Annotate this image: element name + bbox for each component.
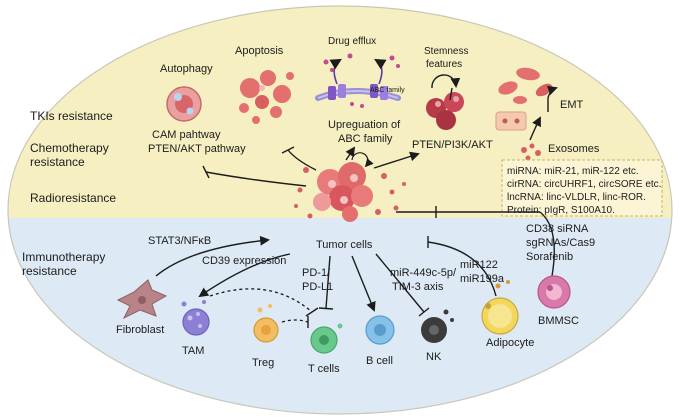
tam-icon bbox=[181, 300, 210, 336]
label-tcells: T cells bbox=[308, 363, 340, 375]
label-stemness-line2: features bbox=[426, 59, 462, 70]
label-cd38-sirna: CD38 siRNA bbox=[526, 223, 589, 235]
exosomes-icon bbox=[521, 143, 541, 161]
emt-arrow bbox=[547, 85, 558, 112]
arrow-exosome-emt bbox=[529, 116, 541, 141]
label-cam-pathway: CAM pahtway bbox=[152, 129, 221, 141]
label-mir199a: miR199a bbox=[460, 273, 505, 285]
label-bmmsc: BMMSC bbox=[538, 315, 579, 327]
dashed-treg-tcells bbox=[281, 319, 309, 323]
apoptosis-cells-icon bbox=[239, 70, 294, 124]
label-pd1: PD-1/ bbox=[302, 267, 331, 279]
label-pten-pi3k-akt: PTEN/PI3K/AKT bbox=[412, 139, 493, 151]
label-chemotherapy-line1: Chemotherapy bbox=[30, 141, 109, 155]
arrow-bcell bbox=[351, 255, 376, 312]
label-radioresistance: Radioresistance bbox=[30, 191, 116, 205]
label-cd39-expression: CD39 expression bbox=[202, 255, 286, 267]
autophagy-cell-icon bbox=[166, 86, 202, 122]
label-autophagy: Autophagy bbox=[160, 63, 213, 75]
bmmsc-connector bbox=[539, 211, 555, 277]
label-adipocyte: Adipocyte bbox=[486, 337, 534, 349]
tcell-icon bbox=[310, 323, 343, 354]
label-apoptosis: Apoptosis bbox=[235, 45, 284, 57]
exosome-mirna: miRNA: miR-21, miR-122 etc. bbox=[507, 166, 639, 177]
label-stemness-line1: Stemness bbox=[424, 46, 468, 57]
inhibit-apoptosis-line bbox=[287, 149, 317, 171]
dashed-tam-tcells bbox=[209, 288, 313, 313]
treg-icon bbox=[253, 304, 279, 343]
exosome-lncrna: lncRNA: linc-VLDLR, linc-ROR. bbox=[507, 192, 646, 203]
bcell-icon bbox=[365, 315, 395, 345]
ellipse-outline bbox=[7, 5, 673, 415]
arrow-upregulation bbox=[345, 146, 356, 161]
label-stat3-nfkb: STAT3/NFκB bbox=[148, 235, 211, 247]
label-fibroblast: Fibroblast bbox=[116, 324, 164, 336]
inhibit-autophagy-bar bbox=[202, 165, 210, 179]
inhibit-pd1-line bbox=[325, 255, 331, 309]
inhibit-adipocyte-line bbox=[427, 241, 497, 297]
label-mir122: miR122 bbox=[460, 259, 498, 271]
tumor-cells-cluster-icon bbox=[294, 152, 406, 222]
arrow-cd39-tam bbox=[198, 253, 291, 298]
exosome-protein: Protein: pIgR, S100A10. bbox=[507, 205, 615, 216]
label-tumor-cells: Tumor cells bbox=[316, 239, 373, 251]
label-tim3: TIM-3 axis bbox=[392, 281, 444, 293]
dashed-tam-tcells-bar bbox=[305, 307, 319, 317]
drug-efflux-membrane-icon bbox=[315, 53, 401, 108]
label-sorafenib: Sorafenib bbox=[526, 251, 573, 263]
label-upregulation-line2: ABC family bbox=[338, 133, 393, 145]
fibroblast-icon bbox=[116, 279, 168, 320]
label-treg: Treg bbox=[252, 357, 274, 369]
label-sgrnas-cas9: sgRNAs/Cas9 bbox=[526, 237, 595, 249]
inhibit-autophagy-line bbox=[205, 171, 307, 187]
label-emt: EMT bbox=[560, 99, 584, 111]
top-connectors bbox=[202, 87, 541, 218]
label-abc-family-small: ABC family bbox=[370, 87, 405, 94]
inhibit-apoptosis-bar bbox=[281, 146, 295, 154]
nk-icon bbox=[421, 309, 454, 343]
label-drug-efflux: Drug efflux bbox=[328, 36, 376, 47]
bmmsc-icon bbox=[537, 275, 571, 309]
label-mir449: miR-449c-5p/ bbox=[390, 267, 457, 279]
exosome-content-box bbox=[501, 159, 663, 217]
label-exosomes: Exosomes bbox=[548, 143, 600, 155]
inhibit-nk-line bbox=[375, 253, 425, 313]
emt-cells-icon bbox=[495, 67, 553, 131]
label-pten-akt-pathway: PTEN/AKT pathway bbox=[148, 143, 246, 155]
label-pdl1: PD-L1 bbox=[302, 281, 333, 293]
label-tam: TAM bbox=[182, 345, 204, 357]
stemness-cells-icon bbox=[426, 74, 464, 130]
inhibit-nk-bar bbox=[418, 307, 430, 317]
stemness-stub bbox=[449, 87, 453, 101]
label-upregulation-line1: Upreguation of bbox=[328, 119, 401, 131]
label-immunotherapy-line2: resistance bbox=[22, 264, 77, 278]
label-nk: NK bbox=[426, 351, 442, 363]
arrow-fibroblast-stat3 bbox=[155, 235, 270, 277]
inhibit-pd1-bar bbox=[318, 307, 334, 310]
adipocyte-icon bbox=[481, 280, 519, 335]
label-tkis-resistance: TKIs resistance bbox=[30, 109, 113, 123]
arrow-pten-pi3k bbox=[373, 151, 420, 169]
label-chemotherapy-line2: resistance bbox=[30, 155, 85, 169]
exosome-circrna: cirRNA: circUHRF1, circSORE etc. bbox=[507, 179, 661, 190]
label-immunotherapy-line1: Immunotherapy bbox=[22, 250, 105, 264]
label-bcell: B cell bbox=[366, 355, 393, 367]
